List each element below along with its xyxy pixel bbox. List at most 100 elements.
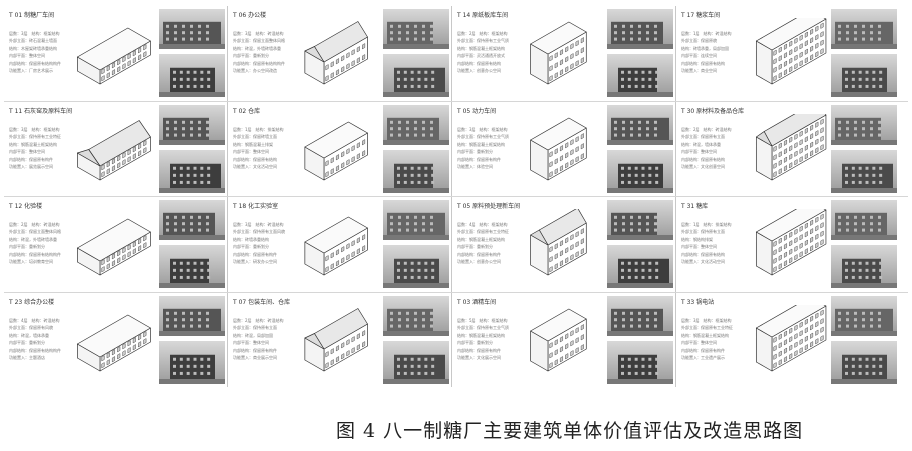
building-attributes: 层数：3层 结构：框架结构外部立面：砖石混凝土墙面结构：木屋架砖墙承重结构内部平… [9, 30, 73, 74]
attribute-line: 功能置入：体验空间 [457, 163, 493, 169]
attribute-line: 结构：钢筋混凝土框架结构 [9, 141, 57, 147]
attribute-line: 层数：3层 结构：砖混结构 [233, 222, 284, 227]
building-title: T 05 动力车间 [457, 108, 497, 115]
attribute-line: 内部平面：重新划分 [457, 149, 493, 155]
isometric-building-drawing [77, 27, 151, 85]
attribute-line: 外部立面：保留原有风貌 [9, 325, 53, 331]
attribute-line: 内部结构：保留原有构件 [9, 156, 53, 162]
attribute-line: 层数：2层 结构：砖混结构 [681, 127, 732, 132]
attribute-line: 内部平面：重新划分 [457, 340, 493, 346]
building-title: T 07 包装车间、仓库 [233, 299, 291, 306]
attribute-line: 外部立面：保留原有立面 [681, 134, 725, 140]
attribute-line: 内部结构：保留原有构件 [457, 156, 501, 162]
attribute-line: 外部立面：保持原有工业特征 [9, 134, 61, 140]
attribute-line: 内部结构：保留原有构件 [681, 347, 725, 353]
attribute-line: 内部结构：保留原有结构 [457, 60, 501, 66]
attribute-line: 内部平面：整体空间 [681, 340, 717, 346]
attribute-line: 内部平面：整体空间 [233, 149, 269, 155]
attribute-line: 内部结构：保留原有结构构件 [9, 60, 61, 66]
isometric-building-drawing [755, 305, 827, 372]
building-attributes: 层数：2层 结构：砖混结构外部立面：保留原有立面结构：砖混，墙体承重内部平面：整… [681, 126, 745, 170]
attribute-line: 功能置入：厂房艺术展示 [9, 67, 53, 73]
attribute-line: 功能置入：培训教育空间 [9, 258, 53, 264]
building-title: T 30 原材料及备品仓库 [681, 108, 745, 115]
building-photo [383, 150, 449, 193]
building-attributes: 层数：2层 结构：砖混结构外部立面：保留立面整体风格结构：砖混，外墙砖墙承重内部… [9, 221, 73, 265]
attribute-line: 层数：1层 结构：排架结构 [233, 127, 284, 132]
attribute-line: 功能置入：工业遗产展示 [681, 354, 725, 360]
building-photo [383, 105, 449, 145]
attribute-line: 内部结构：保留原有结构 [681, 251, 725, 257]
attribute-line: 外部立面：保持原有立面 [681, 229, 725, 235]
building-photo [607, 245, 673, 288]
building-photo [159, 9, 225, 49]
attribute-line: 外部立面：保留砖墙立面 [233, 134, 277, 140]
isometric-building-drawing [304, 121, 368, 181]
building-photo [831, 341, 897, 384]
building-photo [831, 245, 897, 288]
attribute-line: 结构：钢筋混凝土框架结构 [457, 332, 505, 338]
row-divider [4, 101, 908, 102]
attribute-line: 功能置入：研发办公空间 [233, 258, 277, 264]
building-title: T 23 综合办公楼 [9, 299, 55, 306]
figure-grid: T 01 制糖厂车间层数：3层 结构：框架结构外部立面：砖石混凝土墙面结构：木屋… [4, 6, 908, 387]
attribute-line: 层数：3层 结构：框架结构 [457, 127, 508, 132]
attribute-line: 内部平面：重新划分 [9, 244, 45, 250]
building-panel: T 17 糖浆车间层数：1层 结构：砖混结构外部立面：保留原貌结构：砖墙承重，局… [676, 6, 898, 99]
attribute-line: 外部立面：保持原有工业气质 [457, 134, 509, 140]
isometric-building-drawing [77, 218, 151, 276]
building-photo [383, 245, 449, 288]
isometric-building-drawing [530, 308, 587, 372]
attribute-line: 内部结构：保留原有结构 [681, 60, 725, 66]
isometric-building-drawing [530, 117, 587, 181]
attribute-line: 内部结构：保留原有构件 [457, 251, 501, 257]
building-panel: T 01 制糖厂车间层数：3层 结构：框架结构外部立面：砖石混凝土墙面结构：木屋… [4, 6, 226, 99]
building-photo [159, 341, 225, 384]
attribute-line: 内部平面：连续空间 [681, 53, 717, 59]
attribute-line: 层数：3层 结构：砖混结构 [233, 31, 284, 36]
building-photo [831, 9, 897, 49]
attribute-line: 外部立面：保留立面整体风格 [233, 38, 285, 44]
building-title: T 33 锅电站 [681, 299, 715, 306]
attribute-line: 功能置入：展览展示空间 [9, 163, 53, 169]
attribute-line: 层数：3层 结构：框架结构 [9, 127, 60, 132]
building-photo [159, 105, 225, 145]
building-photo [831, 105, 897, 145]
attribute-line: 功能置入：文化活动空间 [681, 258, 725, 264]
attribute-line: 结构：砖混，外墙砖墙承重 [9, 236, 57, 242]
attribute-line: 内部结构：保留原有结构 [681, 156, 725, 162]
building-attributes: 层数：3层 结构：框架结构外部立面：保持原有工业特征结构：钢筋混凝土框架结构内部… [9, 126, 73, 170]
isometric-building-drawing [755, 18, 827, 85]
building-photo [159, 150, 225, 193]
isometric-building-drawing [304, 308, 368, 372]
building-title: T 06 办公楼 [233, 12, 267, 19]
building-photo [831, 150, 897, 193]
attribute-line: 结构：砖墙承重，局部加固 [681, 45, 729, 51]
building-attributes: 层数：3层 结构：砖混结构外部立面：保持原有立面风貌结构：砖墙承重结构内部平面：… [233, 221, 297, 265]
building-panel: T 03 酒精车间层数：5层 结构：框架结构外部立面：保持原有工业气质结构：钢筋… [452, 293, 674, 386]
building-title: T 12 化验楼 [9, 203, 43, 210]
attribute-line: 内部平面：整体空间 [9, 53, 45, 59]
attribute-line: 内部结构：保留原有构件 [233, 347, 277, 353]
attribute-line: 结构：钢结构排架 [681, 236, 713, 242]
isometric-building-drawing [304, 216, 368, 276]
building-panel: T 05 动力车间层数：3层 结构：框架结构外部立面：保持原有工业气质结构：钢筋… [452, 102, 674, 195]
building-attributes: 层数：5层 结构：框架结构外部立面：保持原有工业气质结构：钢筋混凝土框架结构内部… [457, 317, 521, 361]
row-divider [4, 292, 908, 293]
attribute-line: 外部立面：保留原貌 [681, 38, 717, 44]
building-panel: T 11 石灰窑及原料车间层数：3层 结构：框架结构外部立面：保持原有工业特征结… [4, 102, 226, 195]
building-photo [383, 9, 449, 49]
attribute-line: 结构：钢筋混凝土框架结构 [457, 141, 505, 147]
attribute-line: 内部平面：重新划分 [9, 340, 45, 346]
building-photo [383, 296, 449, 336]
attribute-line: 结构：钢筋混凝土框架结构 [457, 45, 505, 51]
attribute-line: 外部立面：砖石混凝土墙面 [9, 38, 57, 44]
building-title: T 03 酒精车间 [457, 299, 497, 306]
building-photo [607, 200, 673, 240]
building-panel: T 05 原料预处理新车间层数：4层 结构：框架结构外部立面：保留原有工业特征结… [452, 197, 674, 290]
attribute-line: 外部立面：保持原有立面风貌 [233, 229, 285, 235]
attribute-line: 内部平面：整体空间 [233, 340, 269, 346]
attribute-line: 结构：砖混，墙体承重 [9, 332, 49, 338]
building-photo [607, 341, 673, 384]
isometric-building-drawing [755, 209, 827, 276]
